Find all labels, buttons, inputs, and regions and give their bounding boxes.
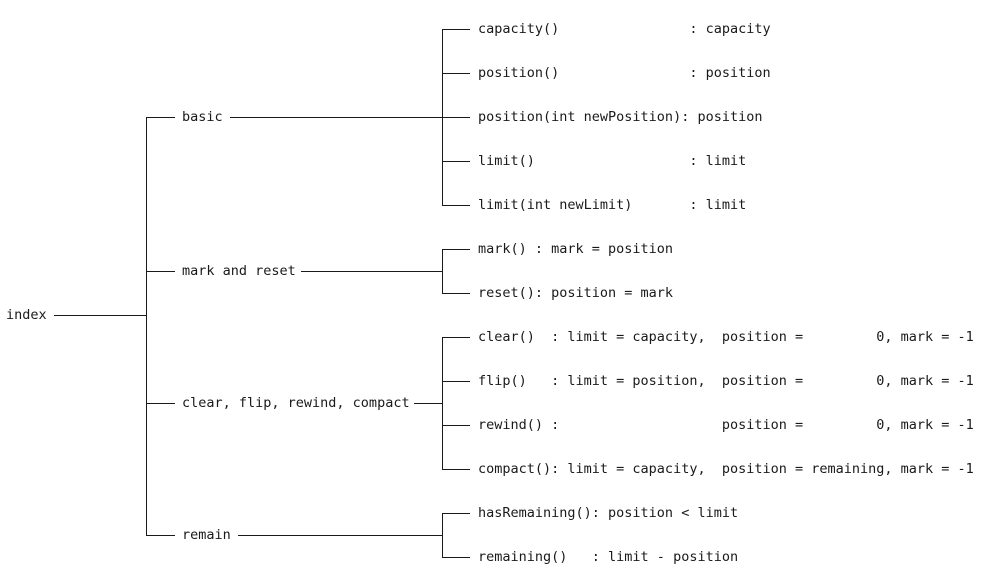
item-remaining: remaining() : limit - position	[477, 549, 740, 565]
item-compact: compact(): limit = capacity, position = …	[477, 461, 975, 477]
item-mark: mark() : mark = position	[477, 241, 675, 257]
item-reset: reset(): position = mark	[477, 285, 675, 301]
item-has-remaining: hasRemaining(): position < limit	[477, 505, 740, 521]
item-limit-set: limit(int newLimit) : limit	[477, 197, 748, 213]
item-capacity: capacity() : capacity	[477, 21, 772, 37]
item-position-set: position(int newPosition): position	[477, 109, 764, 125]
group-label-remain: remain	[181, 527, 232, 543]
group-label-basic: basic	[181, 109, 224, 125]
item-flip: flip() : limit = position, position = 0,…	[477, 373, 975, 389]
group-label-mark-reset: mark and reset	[181, 263, 297, 279]
item-position: position() : position	[477, 65, 772, 81]
root-node-label: index	[5, 307, 48, 323]
item-rewind: rewind() : position = 0, mark = -1	[477, 417, 975, 433]
item-limit: limit() : limit	[477, 153, 748, 169]
item-clear: clear() : limit = capacity, position = 0…	[477, 329, 975, 345]
group-label-clear-flip: clear, flip, rewind, compact	[181, 395, 411, 411]
